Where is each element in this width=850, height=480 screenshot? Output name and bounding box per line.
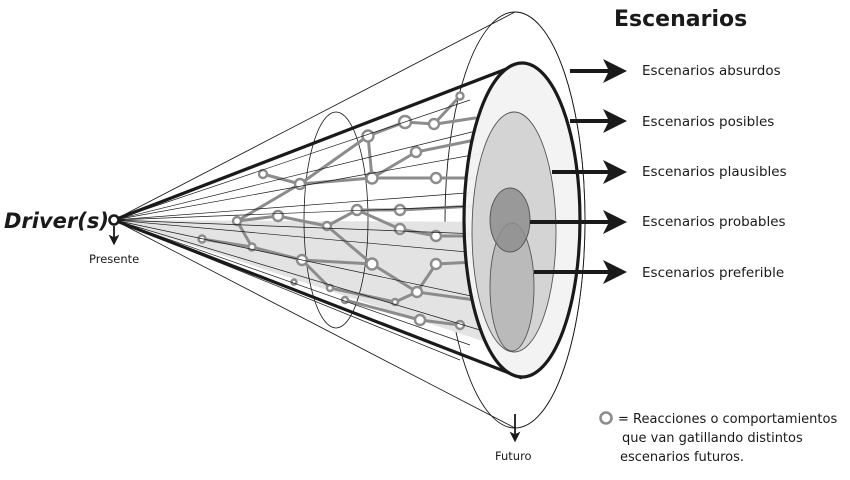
probable-ellipse bbox=[489, 187, 531, 253]
ray-line bbox=[113, 219, 471, 346]
reaction-branch bbox=[325, 224, 374, 266]
driver-node-icon bbox=[108, 214, 120, 226]
reaction-node-icon bbox=[455, 91, 465, 101]
hollow-circle-node-icon bbox=[599, 411, 613, 425]
scenario-label-plausibles: Escenarios plausibles bbox=[642, 164, 787, 180]
ray-line bbox=[113, 219, 491, 301]
reaction-node-icon bbox=[271, 209, 285, 223]
scenario-arrows bbox=[530, 59, 627, 284]
ray-line bbox=[113, 149, 501, 221]
driver-label: Driver(s) bbox=[4, 209, 109, 233]
scenario-label-absurdos: Escenarios absurdos bbox=[642, 63, 781, 79]
legend-line-2: que van gatillando distintos bbox=[622, 431, 803, 446]
reaction-node-icon bbox=[427, 117, 441, 131]
projection-rays bbox=[113, 99, 506, 361]
reaction-node-icon bbox=[429, 257, 443, 271]
reaction-node-icon bbox=[257, 168, 269, 180]
reaction-node-icon bbox=[350, 203, 364, 217]
legend-line-3: escenarios futuros. bbox=[620, 450, 744, 465]
reaction-node-icon bbox=[365, 257, 379, 271]
diagram-title: Escenarios bbox=[614, 7, 747, 32]
futuro-label: Futuro bbox=[495, 449, 532, 463]
scenario-label-posibles: Escenarios posibles bbox=[642, 114, 774, 130]
reaction-node-icon bbox=[390, 297, 400, 307]
ray-line bbox=[113, 204, 501, 221]
ray-line bbox=[113, 219, 481, 331]
reaction-network bbox=[197, 91, 477, 331]
reaction-node-icon bbox=[413, 313, 427, 327]
reaction-node-icon bbox=[393, 222, 407, 236]
reaction-node-icon bbox=[409, 145, 423, 159]
reaction-node-icon bbox=[410, 285, 424, 299]
reaction-branch bbox=[370, 138, 477, 180]
ray-line bbox=[113, 99, 471, 221]
reaction-node-icon bbox=[429, 229, 443, 243]
scenario-label-preferible: Escenarios preferible bbox=[642, 265, 784, 281]
reaction-branch bbox=[434, 116, 477, 126]
reaction-node-icon bbox=[365, 171, 379, 185]
reaction-node-icon bbox=[231, 215, 243, 227]
preferable-wedge bbox=[114, 220, 510, 350]
scenario-label-probables: Escenarios probables bbox=[642, 214, 786, 230]
reaction-node-icon bbox=[293, 177, 307, 191]
ray-line bbox=[113, 129, 481, 221]
reaction-node-icon bbox=[429, 171, 443, 185]
ray-line bbox=[113, 189, 506, 221]
ray-line bbox=[113, 219, 506, 236]
legend-line-1: = Reacciones o comportamientos bbox=[618, 412, 837, 427]
reaction-node-icon bbox=[321, 220, 333, 232]
presente-label: Presente bbox=[89, 252, 139, 266]
legend: = Reacciones o comportamientos que van g… bbox=[599, 411, 837, 465]
reaction-node-icon bbox=[393, 203, 407, 217]
ray-line bbox=[113, 219, 501, 256]
